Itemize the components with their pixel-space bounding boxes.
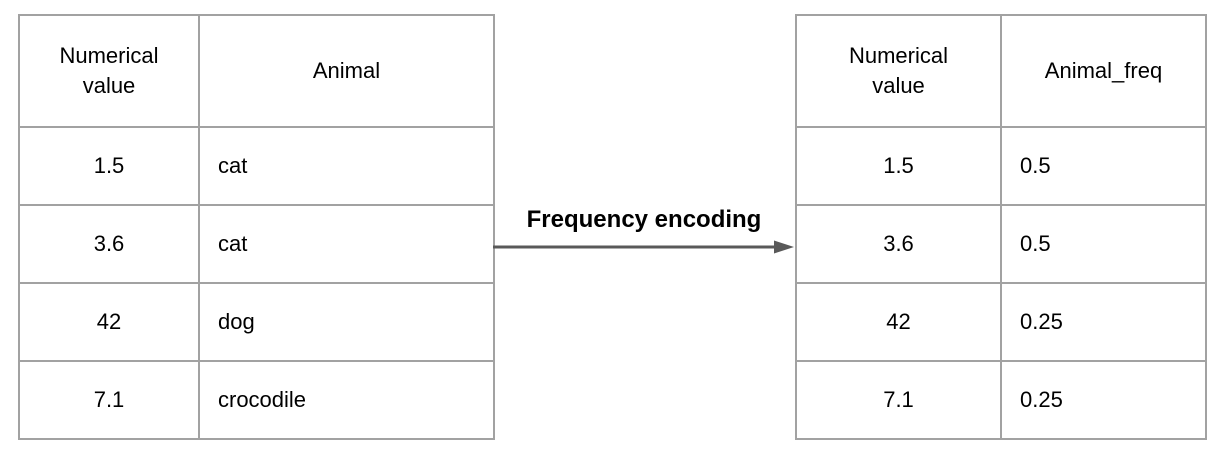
numerical-value-cell: 1.5 <box>18 126 200 206</box>
numerical-value-cell: 3.6 <box>795 204 1002 284</box>
header-cell-animal-freq: Animal_freq <box>1000 14 1207 128</box>
numerical-value-cell: 42 <box>18 282 200 362</box>
animal-cell: dog <box>198 282 495 362</box>
transform-annotation: Frequency encoding <box>493 14 795 437</box>
table-row: 42 dog <box>18 282 495 362</box>
output-table-header-row: Numerical value Animal_freq <box>795 14 1207 128</box>
output-table: Numerical value Animal_freq 1.5 0.5 3.6 … <box>795 14 1207 440</box>
animal-cell: crocodile <box>198 360 495 440</box>
input-table-header-row: Numerical value Animal <box>18 14 495 128</box>
numerical-value-cell: 3.6 <box>18 204 200 284</box>
transform-label: Frequency encoding <box>526 206 762 233</box>
header-label: Numerical value <box>848 43 949 98</box>
table-row: 1.5 0.5 <box>795 126 1207 206</box>
animal-freq-cell: 0.5 <box>1000 126 1207 206</box>
numerical-value-cell: 7.1 <box>795 360 1002 440</box>
table-row: 7.1 0.25 <box>795 360 1207 440</box>
animal-freq-cell: 0.25 <box>1000 282 1207 362</box>
input-table: Numerical value Animal 1.5 cat 3.6 cat 4… <box>18 14 495 440</box>
animal-freq-cell: 0.5 <box>1000 204 1207 284</box>
header-label: Numerical value <box>59 43 159 98</box>
numerical-value-cell: 7.1 <box>18 360 200 440</box>
header-cell-numerical-value: Numerical value <box>18 14 200 128</box>
header-cell-animal: Animal <box>198 14 495 128</box>
table-row: 42 0.25 <box>795 282 1207 362</box>
arrow-right-icon <box>493 240 794 254</box>
table-row: 3.6 cat <box>18 204 495 284</box>
table-row: 1.5 cat <box>18 126 495 206</box>
animal-cell: cat <box>198 204 495 284</box>
animal-cell: cat <box>198 126 495 206</box>
numerical-value-cell: 42 <box>795 282 1002 362</box>
numerical-value-cell: 1.5 <box>795 126 1002 206</box>
table-row: 3.6 0.5 <box>795 204 1207 284</box>
animal-freq-cell: 0.25 <box>1000 360 1207 440</box>
header-label: Animal_freq <box>1044 58 1163 83</box>
header-cell-numerical-value: Numerical value <box>795 14 1002 128</box>
header-label: Animal <box>312 58 381 83</box>
table-row: 7.1 crocodile <box>18 360 495 440</box>
